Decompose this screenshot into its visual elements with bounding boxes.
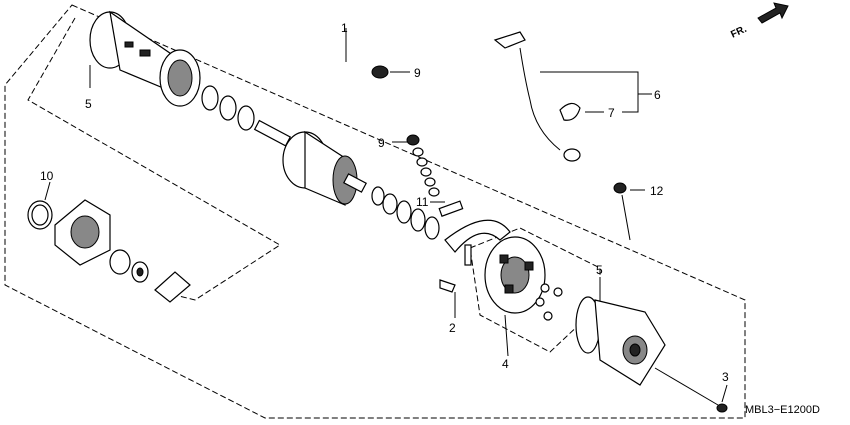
callout-labels: 1 2 3 4 5 5 6 7 9 9 10 11 12: [40, 21, 729, 384]
callout-2: 2: [449, 321, 456, 335]
callout-10: 10: [40, 169, 54, 183]
brush-plate: [439, 219, 511, 293]
callout-3: 3: [722, 370, 729, 384]
assembly-boundary: [4, 4, 746, 419]
terminal-nut-stack: [406, 134, 464, 217]
mounting-bolt: [613, 182, 631, 241]
armature: [253, 119, 367, 206]
front-direction-label: FR.: [729, 24, 748, 41]
callout-7: 7: [608, 106, 615, 120]
armature-washers: [371, 186, 440, 240]
nut-top: [371, 65, 389, 79]
callout-5-right: 5: [596, 263, 603, 277]
callout-5-left: 5: [85, 97, 92, 111]
through-bolt: [654, 367, 728, 413]
starter-cable: [493, 31, 581, 162]
callout-1: 1: [341, 21, 348, 35]
callout-4: 4: [502, 357, 509, 371]
callout-9-top: 9: [414, 66, 421, 80]
front-direction-indicator: FR.: [729, 2, 789, 41]
front-arrow-icon: [757, 2, 789, 24]
leader-lines: [44, 28, 728, 403]
front-cover: [575, 296, 666, 386]
washer-stack: [201, 85, 255, 131]
callout-11: 11: [416, 195, 429, 209]
starter-yoke: [89, 10, 201, 107]
brush-holder: [484, 236, 563, 321]
drawing-code: MBL3−E1200D: [745, 404, 820, 416]
rear-cover: [27, 199, 191, 303]
callout-6: 6: [654, 88, 661, 102]
callout-9-middle: 9: [378, 136, 385, 150]
callout-12: 12: [650, 184, 664, 198]
rear-cover-boundary: [27, 17, 281, 301]
